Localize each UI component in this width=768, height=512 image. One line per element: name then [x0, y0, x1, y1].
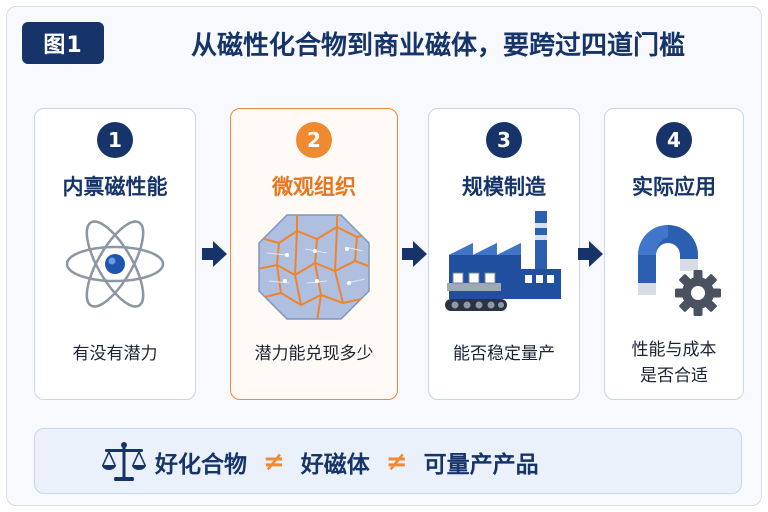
step-number-4: 4 [656, 122, 692, 158]
step-card-3: 3 规模制造 能否稳定量产 [428, 108, 580, 400]
step-card-4: 4 实际应用 性能与成本 [604, 108, 744, 400]
step-desc-4: 性能与成本 是否合适 [605, 337, 743, 389]
figure-title: 从磁性化合物到商业磁体，要跨过四道门槛 [190, 30, 685, 61]
term-good-compound: 好化合物 [155, 452, 247, 478]
not-equal-sign: ≠ [385, 447, 408, 477]
term-good-magnet: 好磁体 [300, 452, 370, 478]
term-mass-product: 可量产产品 [423, 452, 539, 478]
step-title-2: 微观组织 [272, 175, 356, 199]
step-title-1: 内禀磁性能 [62, 175, 168, 199]
scale-icon [101, 441, 147, 487]
grain-structure-icon [257, 213, 371, 325]
step-desc-4-line1: 性能与成本 [631, 340, 717, 360]
step-number-2: 2 [296, 122, 332, 158]
step-desc-2: 潜力能兑现多少 [254, 344, 374, 364]
magnet-gear-icon [618, 209, 730, 325]
step-card-1: 1 内禀磁性能 有没有潜力 [34, 108, 196, 400]
arrow-right-icon [576, 240, 604, 272]
step-desc-3: 能否稳定量产 [453, 344, 555, 364]
step-desc-1: 有没有潜力 [72, 344, 158, 364]
conclusion-banner: 好化合物 ≠ 好磁体 ≠ 可量产产品 [34, 428, 742, 494]
step-number-3: 3 [486, 122, 522, 158]
step-title-4: 实际应用 [632, 175, 716, 199]
arrow-right-icon [200, 240, 228, 272]
factory-icon [443, 209, 565, 323]
conclusion-text: 好化合物 ≠ 好磁体 ≠ 可量产产品 [155, 429, 721, 495]
arrow-right-icon [400, 240, 428, 272]
atom-icon [60, 209, 170, 323]
step-desc-4-line2: 是否合适 [640, 366, 708, 386]
not-equal-sign: ≠ [263, 447, 285, 477]
step-card-2: 2 微观组织 [230, 108, 398, 400]
step-number-1: 1 [97, 122, 133, 158]
step-title-3: 规模制造 [462, 175, 546, 199]
figure-badge: 图1 [22, 22, 104, 64]
